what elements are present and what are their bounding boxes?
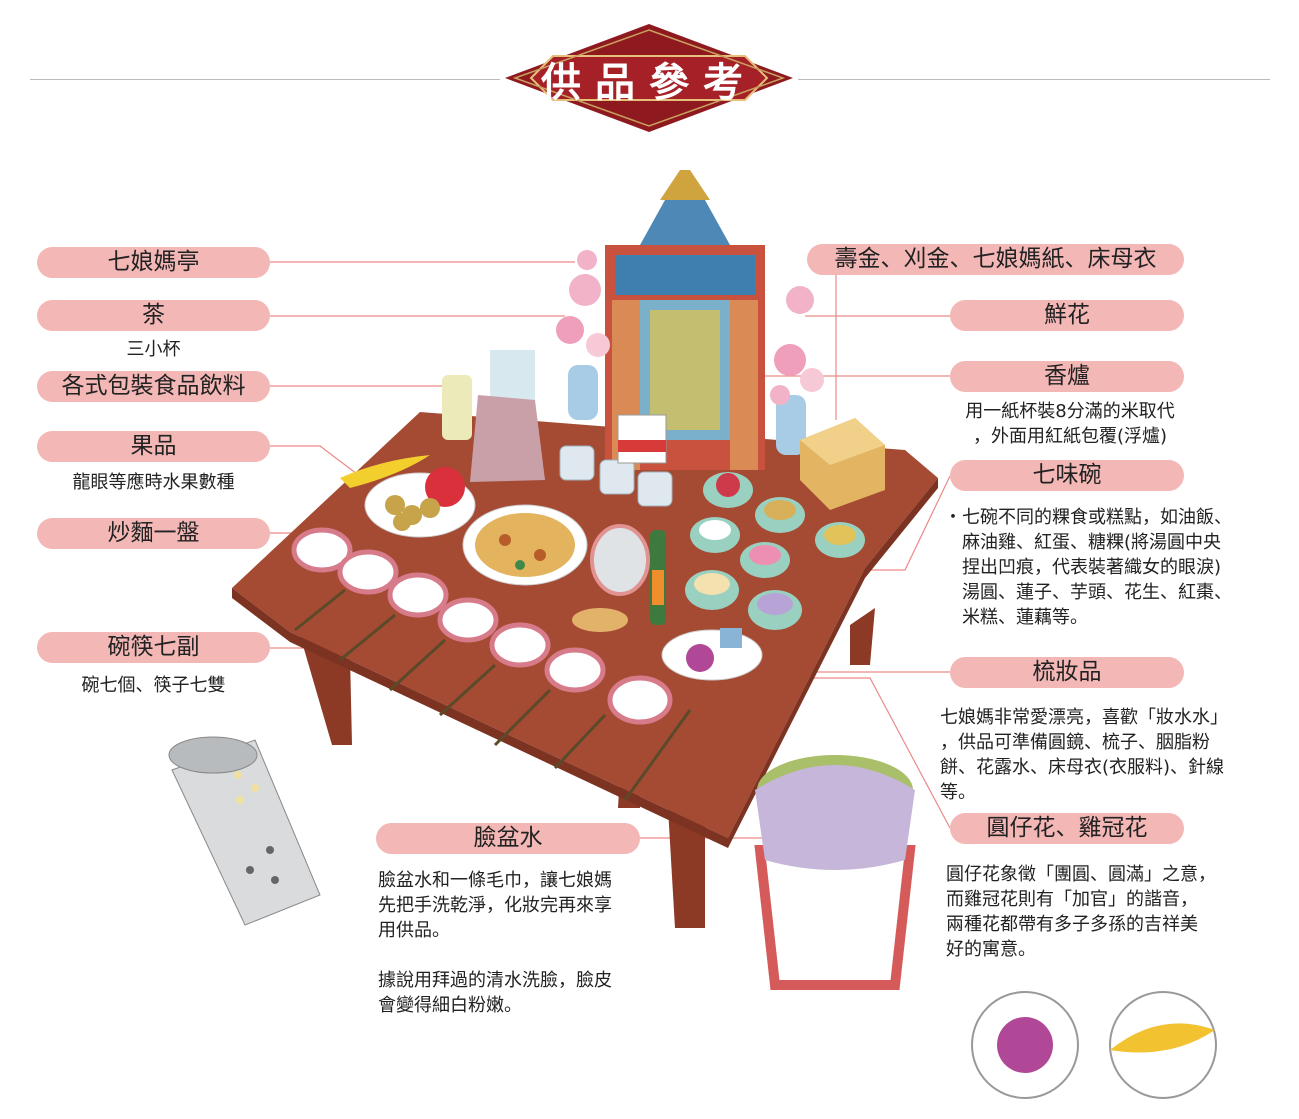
- paper-incinerator: [168, 736, 321, 926]
- title-rule-right: [798, 79, 1270, 80]
- note-wash-basin: 臉盆水和一條毛巾，讓七娘媽 先把手洗乾淨，化妝完再來享 用供品。 據說用拜過的清…: [378, 870, 612, 1016]
- label-fried-noodles: 炒麵一盤: [37, 518, 270, 549]
- title-rule-left: [30, 79, 500, 80]
- note-incense-burner: 用一紙杯裝8分滿的米取代 ，外面用紅紙包覆(浮爐): [965, 401, 1175, 447]
- note-seven-bowls: ・七碗不同的粿食或糕點，如油飯、 麻油雞、紅蛋、糖粿(將湯圓中央 捏出凹痕，代表…: [944, 507, 1232, 628]
- seven-flavour-bowls: [685, 472, 865, 630]
- note-bowls-chopsticks: 碗七個、筷子七雙: [81, 675, 226, 696]
- paper-offerings: [800, 418, 885, 510]
- flower-vases: [556, 250, 824, 455]
- label-wash-basin: 臉盆水: [376, 823, 640, 854]
- label-qiniangma-pavilion: 七娘媽亭: [37, 247, 270, 278]
- label-bowls-chopsticks: 碗筷七副: [37, 632, 270, 663]
- label-incense-burner: 香爐: [950, 361, 1184, 392]
- label-flowers: 鮮花: [950, 300, 1184, 331]
- incense-burner: [617, 414, 667, 464]
- label-globe-cockscomb: 圓仔花、雞冠花: [950, 813, 1184, 844]
- note-cosmetics: 七娘媽非常愛漂亮，喜歡「妝水水」 ，供品可準備圓鏡、梳子、胭脂粉 餅、花露水、床…: [940, 707, 1228, 803]
- label-seven-bowls: 七味碗: [950, 460, 1184, 491]
- page-title: 供品參考: [541, 59, 757, 106]
- note-fruit: 龍眼等應時水果數種: [72, 472, 235, 493]
- label-packaged-food: 各式包裝食品飲料: [37, 371, 270, 402]
- label-fruit: 果品: [37, 431, 270, 462]
- stool-with-basin: [754, 755, 916, 990]
- label-cosmetics: 梳妝品: [950, 657, 1184, 688]
- flower-insets: [971, 991, 1217, 1099]
- packaged-food: [442, 350, 545, 482]
- label-paper-offerings: 壽金、刈金、七娘媽紙、床母衣: [807, 244, 1184, 275]
- note-globe-cockscomb: 圓仔花象徵「團圓、圓滿」之意， 而雞冠花則有「加官」的諧音， 兩種花都帶有多子多…: [946, 864, 1216, 960]
- fruit-plate: [340, 455, 476, 538]
- tea-cups: [559, 445, 673, 507]
- note-tea: 三小杯: [126, 339, 181, 360]
- noodle-plate: [462, 504, 588, 586]
- bowls-and-chopsticks: [291, 527, 692, 801]
- label-tea: 茶: [37, 300, 270, 331]
- title-banner: [505, 24, 793, 132]
- cosmetics: [572, 524, 763, 681]
